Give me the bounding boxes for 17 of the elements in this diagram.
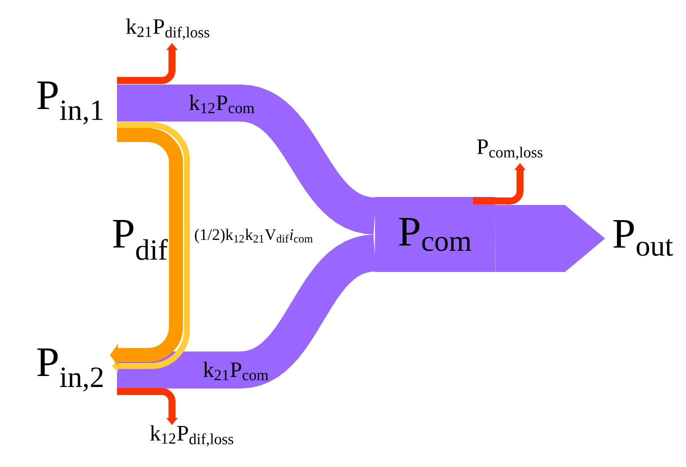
power-label: k$_{12}$P$_{dif,loss}$: [150, 425, 234, 447]
power-label: P$_{in,1}$: [37, 82, 103, 124]
edge-label: k$_{21}$P$_{com}$: [203, 362, 268, 380]
flow-arrow: [495, 205, 605, 272]
power-label: k$_{21}$P$_{dif,loss}$: [126, 18, 210, 40]
node-label: P$_{com}$: [398, 218, 472, 252]
power-label: P$_{out}$: [613, 220, 673, 256]
power-label: P$_{com,loss}$: [477, 139, 542, 160]
edge-label: (1/2)k$_{12}$k$_{21}$V$_{dif}$i$_{com}$: [194, 228, 313, 244]
flow-band: [117, 84, 376, 234]
flow-band: [110, 128, 183, 366]
junction-band: P$_{com}$: [375, 197, 495, 272]
flow-band: [117, 234, 376, 388]
flow-band: [112, 122, 190, 372]
power-label: P$_{in,2}$: [37, 348, 103, 392]
edge-label: k$_{12}$P$_{com}$: [189, 94, 254, 114]
edge-label: P$_{dif}$: [112, 220, 168, 260]
